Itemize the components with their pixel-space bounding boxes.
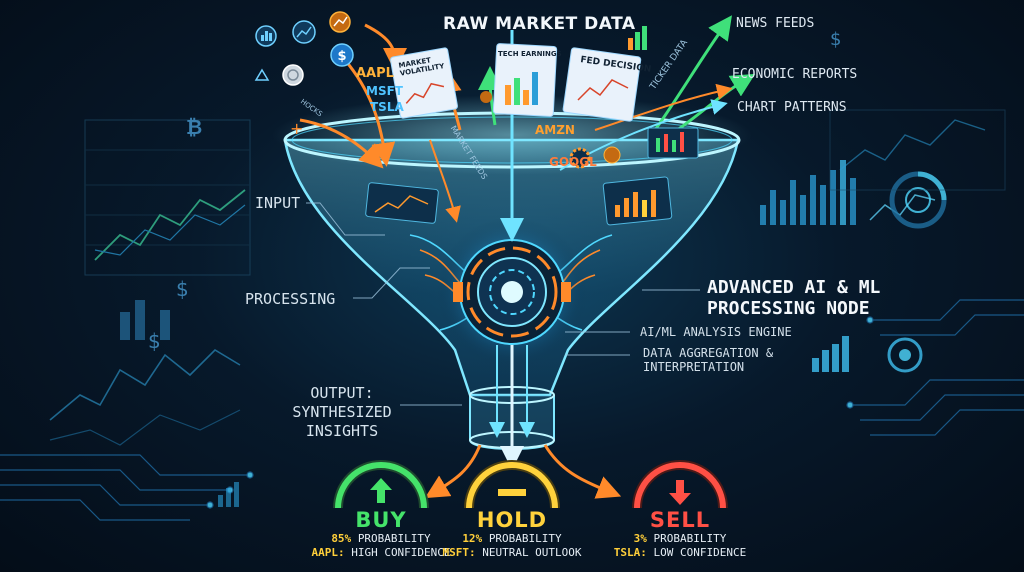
- coins-icon: [282, 64, 304, 86]
- decision-buy-confidence: AAPL: HIGH CONFIDENCE: [311, 546, 451, 559]
- dollar-icon: $: [330, 43, 354, 67]
- dollar-outline-icon: $ $ $: [148, 29, 841, 353]
- stage-input-label: INPUT: [255, 194, 301, 212]
- chart-up-icon: [292, 20, 316, 44]
- decision-hold-probability: 12% PROBABILITY: [462, 532, 562, 545]
- decision-sell-confidence: TSLA: LOW CONFIDENCE: [613, 546, 747, 559]
- tech-earnings-card: [492, 43, 558, 117]
- svg-text:₿: ₿: [186, 115, 202, 139]
- decision-buy-probability: 85% PROBABILITY: [331, 532, 431, 545]
- decision-sell-probability: 3% PROBABILITY: [633, 532, 727, 545]
- decision-sell-label: SELL: [649, 508, 711, 532]
- decision-hold: HOLD 12% PROBABILITY MSFT: NEUTRAL OUTLO…: [422, 508, 602, 560]
- funnel-inner-cards: [365, 176, 673, 226]
- bottom-left-bars: [218, 482, 239, 507]
- decision-hold-label: HOLD: [476, 508, 548, 532]
- network-icon: [254, 68, 270, 81]
- stage-processing-label: PROCESSING: [245, 290, 336, 308]
- left-background-chart: [84, 119, 251, 276]
- gear-icon: [569, 146, 621, 169]
- right-gauge: [889, 171, 947, 229]
- fed-decision-card: [562, 47, 642, 122]
- svg-text:$: $: [830, 29, 841, 50]
- decision-buy: BUY 85% PROBABILITY AAPL: HIGH CONFIDENC…: [291, 508, 471, 560]
- economic-reports-label: ECONOMIC REPORTS: [732, 67, 858, 82]
- bar-chart-icon: [255, 25, 277, 47]
- node-sub-analysis: AI/ML ANALYSIS ENGINE: [640, 325, 792, 339]
- stage-connectors: [306, 202, 700, 406]
- decision-buy-label: BUY: [355, 508, 407, 532]
- ticker-amzn: AMZN: [535, 123, 575, 137]
- node-sub-aggregation: DATA AGGREGATION & INTERPRETATION: [643, 346, 774, 374]
- left-circuit-lines: [0, 454, 254, 521]
- page-title: RAW MARKET DATA: [443, 14, 636, 34]
- news-feeds-label: NEWS FEEDS: [736, 16, 815, 31]
- growth-icon: [329, 11, 351, 33]
- dollar-small-icon: [480, 91, 492, 103]
- svg-text:$: $: [337, 49, 346, 64]
- hold-gauge: [464, 460, 560, 509]
- market-volatility-card: [390, 47, 458, 119]
- card-earnings-text: TECH EARNINGS: [498, 50, 562, 58]
- buy-gauge: [333, 460, 429, 509]
- decision-hold-confidence: MSFT: NEUTRAL OUTLOOK: [442, 546, 582, 559]
- svg-text:+: +: [290, 119, 303, 138]
- ticker-aapl: AAPL: [356, 66, 394, 81]
- stage-output-label: OUTPUT: SYNTHESIZED INSIGHTS: [292, 384, 392, 440]
- top-right-bars: [628, 26, 647, 50]
- chart-patterns-label: CHART PATTERNS: [737, 100, 847, 115]
- decision-sell: SELL 3% PROBABILITY TSLA: LOW CONFIDENCE: [590, 508, 770, 560]
- bitcoin-icon: ₿: [186, 115, 202, 139]
- candlestick-card: [647, 127, 699, 159]
- right-upper-chart: [829, 109, 1006, 191]
- plus-icon: +: [290, 119, 303, 138]
- svg-text:$: $: [176, 277, 189, 301]
- ticker-tsla: TSLA: [370, 100, 404, 114]
- right-circuit-lines: [846, 299, 1024, 436]
- processing-core: [437, 217, 587, 367]
- svg-text:$: $: [148, 329, 161, 353]
- left-lower-chart: [49, 300, 241, 446]
- right-lower-bars: [812, 336, 923, 373]
- ticker-googl: GOOGL: [549, 155, 597, 169]
- right-background-bars: [760, 160, 936, 225]
- ticker-msft: MSFT: [366, 84, 403, 98]
- node-title: ADVANCED AI & ML PROCESSING NODE: [707, 277, 881, 319]
- sell-gauge: [632, 460, 728, 509]
